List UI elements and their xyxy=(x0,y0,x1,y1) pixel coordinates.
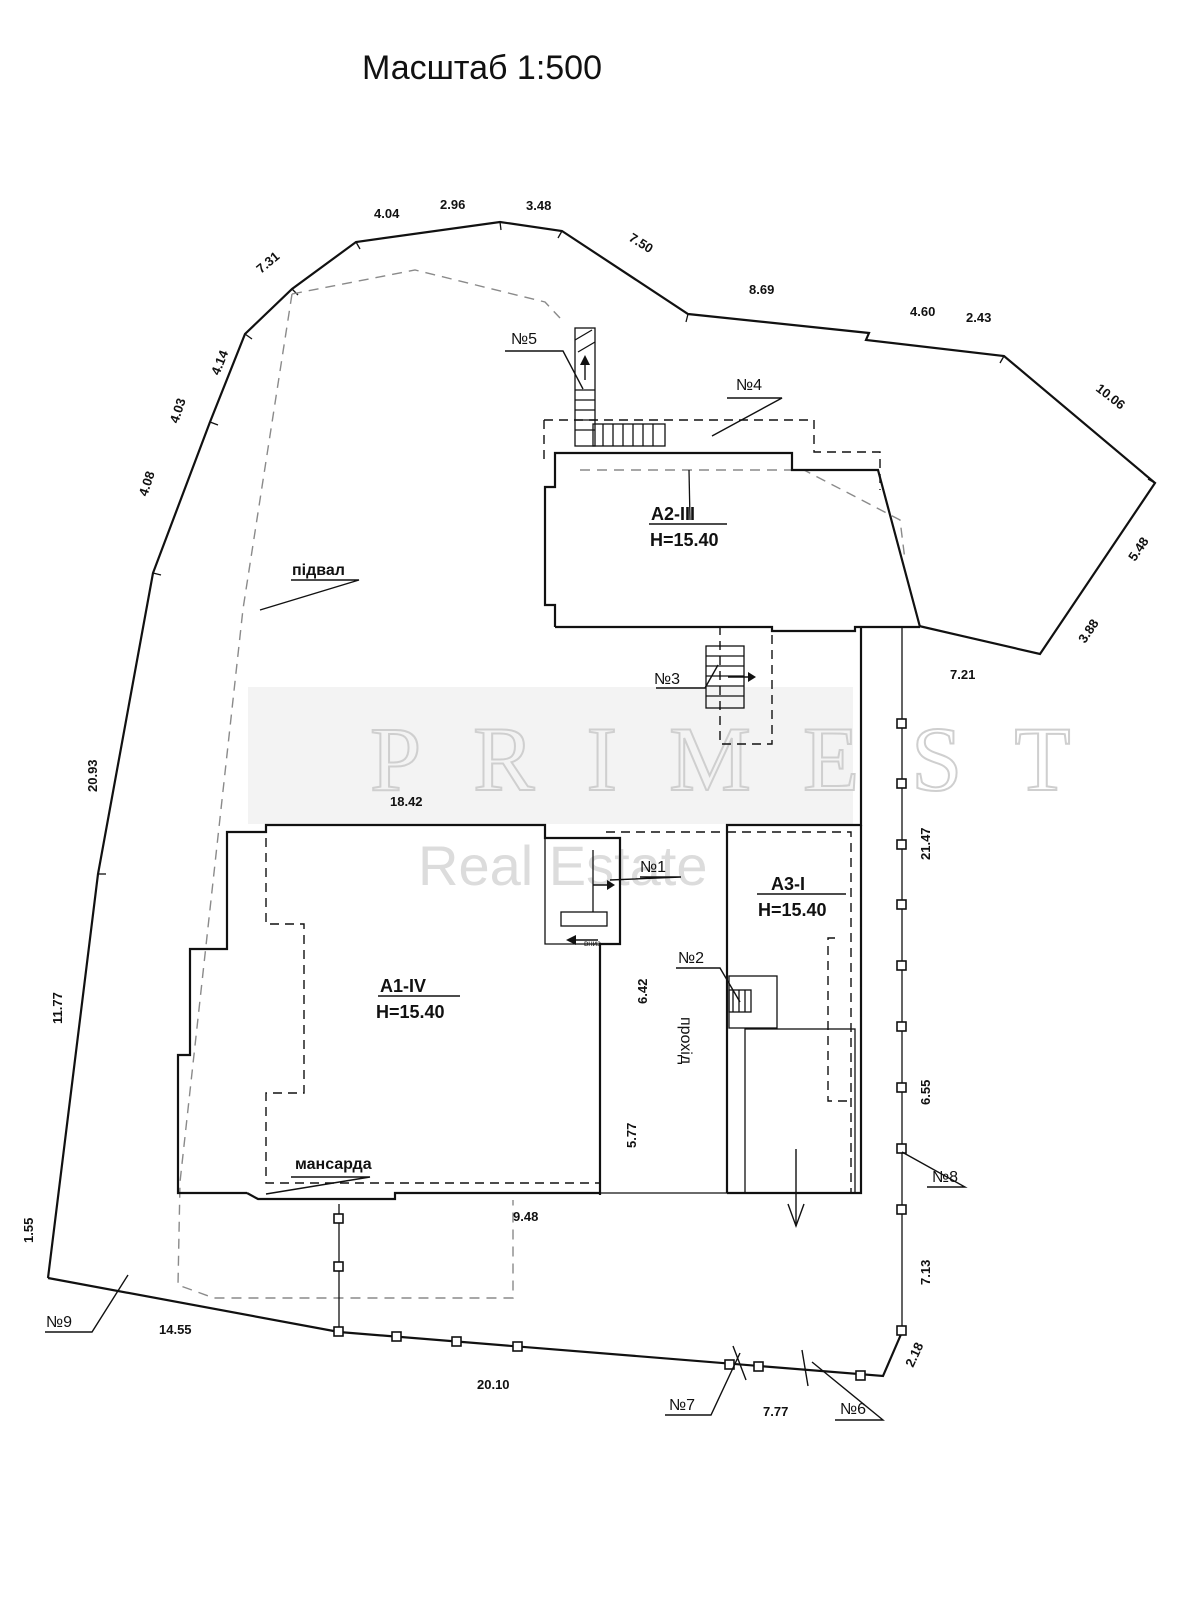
watermark-sub: Real Estate xyxy=(418,834,708,897)
fence-post xyxy=(333,1213,344,1224)
dim-18-42: 18.42 xyxy=(390,794,423,809)
basement-outline xyxy=(291,269,561,319)
dim-11-77: 11.77 xyxy=(50,992,65,1024)
marker-2: №2 xyxy=(678,950,704,967)
stair-3 xyxy=(705,626,773,745)
fence-post xyxy=(333,1326,344,1337)
dim-21-47: 21.47 xyxy=(918,827,933,860)
building-a1: вниз xyxy=(176,823,622,1201)
marker-4: №4 xyxy=(736,377,762,394)
east-fence xyxy=(896,627,907,1336)
fence-post xyxy=(333,1261,344,1272)
fence-post xyxy=(896,718,907,729)
fence-post xyxy=(896,1204,907,1215)
passage xyxy=(600,831,727,1194)
marker-9: №9 xyxy=(46,1314,72,1331)
dim-7-77: 7.77 xyxy=(763,1404,788,1419)
site-boundary-south xyxy=(47,1276,904,1378)
dim-7-21: 7.21 xyxy=(950,667,975,682)
dim-7-50: 7.50 xyxy=(626,230,655,256)
passage-label: прохід xyxy=(677,1017,694,1065)
dim-8-69: 8.69 xyxy=(749,282,774,297)
marker-7: №7 xyxy=(669,1397,695,1414)
fence-post xyxy=(896,839,907,850)
dim-7-13: 7.13 xyxy=(918,1260,933,1285)
basement-label: підвал xyxy=(292,562,345,579)
building-a3-code: А3-I xyxy=(771,874,805,894)
south-fence xyxy=(333,1204,866,1387)
dim-9-48: 9.48 xyxy=(513,1209,538,1224)
dim-5-77: 5.77 xyxy=(624,1123,639,1148)
building-a1-height: Н=15.40 xyxy=(376,1002,445,1022)
marker-1: №1 xyxy=(640,859,666,876)
building-a2-code: А2-III xyxy=(651,504,695,524)
dim-14-55: 14.55 xyxy=(159,1322,192,1337)
fence-post xyxy=(896,1143,907,1154)
watermark-panel xyxy=(248,687,853,824)
dim-1-55: 1.55 xyxy=(21,1218,36,1243)
basement-outline-east xyxy=(580,469,906,561)
dim-6-55: 6.55 xyxy=(918,1080,933,1105)
marker-3: №3 xyxy=(654,671,680,688)
fence-post xyxy=(896,1325,907,1336)
fence-post xyxy=(896,1021,907,1032)
building-a3-height: Н=15.40 xyxy=(758,900,827,920)
dim-7-31: 7.31 xyxy=(253,249,282,277)
dim-4-03: 4.03 xyxy=(167,396,189,425)
building-a2 xyxy=(543,327,922,633)
fence-post xyxy=(512,1341,523,1352)
dim-4-14: 4.14 xyxy=(208,347,232,377)
watermark-brand: PRIMEST xyxy=(370,708,1123,810)
dim-3-48: 3.48 xyxy=(526,198,551,213)
fence-post xyxy=(896,1082,907,1093)
dim-3-88: 3.88 xyxy=(1075,616,1102,645)
marker-8: №8 xyxy=(932,1169,958,1186)
down-label: вниз xyxy=(584,939,601,948)
fence-post xyxy=(451,1336,462,1347)
fence-post xyxy=(896,960,907,971)
dim-4-60: 4.60 xyxy=(910,304,935,319)
fence-post xyxy=(391,1331,402,1342)
dim-5-48: 5.48 xyxy=(1125,534,1152,563)
dim-4-08: 4.08 xyxy=(136,469,158,498)
dim-2-18: 2.18 xyxy=(902,1340,926,1369)
dim-2-43: 2.43 xyxy=(966,310,991,325)
basement-outline-west xyxy=(177,293,514,1299)
building-a1-code: А1-IV xyxy=(380,976,426,996)
fence-post xyxy=(753,1361,764,1372)
fence-post xyxy=(896,778,907,789)
fence-post xyxy=(855,1370,866,1381)
dim-4-04: 4.04 xyxy=(374,206,400,221)
marker-leaders xyxy=(45,350,968,1421)
scale-title: Масштаб 1:500 xyxy=(362,49,602,87)
dim-6-42: 6.42 xyxy=(635,979,650,1004)
dim-20-93: 20.93 xyxy=(85,759,100,792)
site-boundary xyxy=(46,220,1157,1279)
building-a3 xyxy=(725,627,863,1229)
fence-post xyxy=(896,899,907,910)
dim-10-06: 10.06 xyxy=(1093,381,1128,413)
dim-2-96: 2.96 xyxy=(440,197,465,212)
dim-20-10: 20.10 xyxy=(477,1377,510,1392)
attic-label: мансарда xyxy=(295,1156,372,1173)
boundary-ticks xyxy=(98,221,1156,875)
marker-5: №5 xyxy=(511,331,537,348)
marker-6: №6 xyxy=(840,1401,866,1418)
watermark: PRIMEST Real Estate xyxy=(248,687,1123,897)
building-a2-height: Н=15.40 xyxy=(650,530,719,550)
